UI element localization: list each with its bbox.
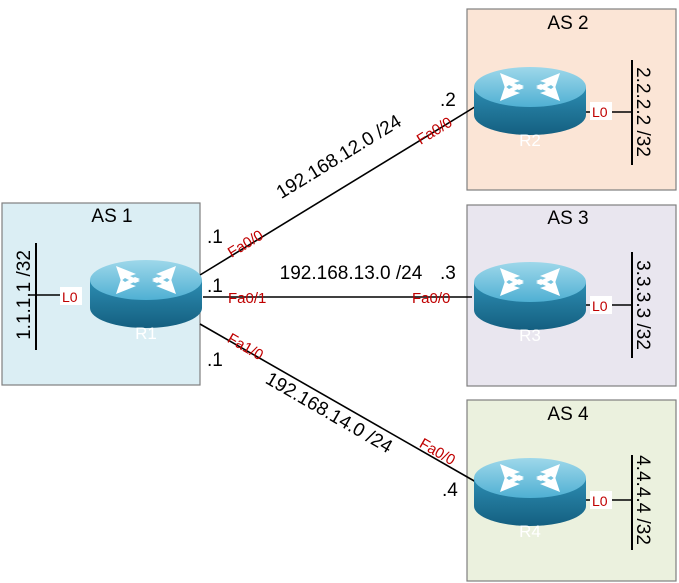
link-r1-r2-r2-octet: .2 — [440, 90, 456, 111]
router-r3-name: R3 — [519, 326, 541, 345]
router-r1-name: R1 — [135, 324, 157, 343]
router-icon — [474, 262, 586, 330]
lo-r4-bg — [590, 491, 612, 509]
loopback-r1-iface: L0 — [62, 289, 78, 305]
lo-r3-bg — [590, 296, 612, 314]
link-r1-r4-subnet: 192.168.14.0 /24 — [262, 368, 396, 458]
as3-title: AS 3 — [547, 208, 588, 229]
loopback-r3-iface: L0 — [592, 298, 608, 314]
link-r1-r3-subnet: 192.168.13.0 /24 — [280, 263, 423, 284]
link-r1-r4-r1-octet: .1 — [207, 350, 223, 371]
link-r1-r3-r1-octet: .1 — [207, 276, 223, 297]
link-r1-r3-r1-iface: Fa0/1 — [228, 290, 266, 307]
link-r1-r2-r2-iface: Fa0/0 — [414, 114, 456, 149]
lo-r2-bg — [590, 102, 612, 120]
router-r4[interactable]: R4 — [474, 458, 586, 541]
lo-r1-bg — [60, 287, 82, 305]
as1-title: AS 1 — [91, 206, 132, 227]
router-icon — [474, 458, 586, 526]
link-r1-r2-r1-octet: .1 — [207, 227, 223, 248]
router-icon — [474, 67, 586, 135]
router-r1[interactable]: R1 — [90, 260, 202, 343]
as4-title: AS 4 — [547, 404, 589, 425]
link-r1-r2 — [199, 104, 479, 276]
link-r1-r4-r1-iface: Fa1/0 — [224, 330, 266, 364]
as2-title: AS 2 — [547, 13, 588, 34]
router-icon — [90, 260, 202, 328]
link-r1-r4 — [199, 323, 477, 483]
router-r2-name: R2 — [519, 131, 541, 150]
loopback-r4-ip: 4.4.4.4 /32 — [632, 455, 653, 545]
loopback-r3-ip: 3.3.3.3 /32 — [632, 260, 653, 350]
loopback-r2-ip: 2.2.2.2 /32 — [632, 67, 653, 157]
link-r1-r3-r3-octet: .3 — [440, 263, 456, 284]
loopback-r2-iface: L0 — [592, 104, 608, 120]
loopback-r1-ip: 1.1.1.1 /32 — [14, 250, 35, 340]
loopback-r4-iface: L0 — [592, 493, 608, 509]
link-r1-r2-r1-iface: Fa0/0 — [225, 227, 267, 262]
link-r1-r4-r4-octet: .4 — [442, 480, 458, 501]
router-r3[interactable]: R3 — [474, 262, 586, 345]
router-r2[interactable]: R2 — [474, 67, 586, 150]
link-r1-r4-r4-iface: Fa0/0 — [416, 435, 458, 469]
router-r4-name: R4 — [519, 522, 541, 541]
link-r1-r3-r3-iface: Fa0/0 — [412, 290, 450, 307]
